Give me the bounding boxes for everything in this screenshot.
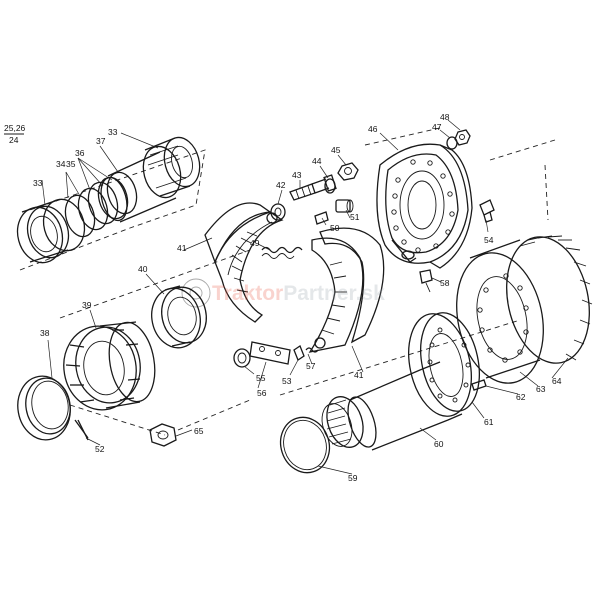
label-64: 64 — [552, 376, 562, 386]
watermark-gear-icon — [181, 278, 211, 308]
label-36: 36 — [75, 148, 85, 158]
label-37: 37 — [96, 136, 106, 146]
watermark-part1: Traktor — [212, 282, 283, 305]
label-41b: 41 — [354, 370, 364, 380]
brake-drum-63-64 — [456, 235, 593, 384]
reference-top: 25,26 — [4, 123, 26, 133]
brake-shoe-41-upper — [204, 202, 284, 323]
label-45: 45 — [331, 145, 341, 155]
nut-48 — [454, 129, 471, 146]
pin-51 — [335, 199, 354, 213]
label-47: 47 — [432, 122, 442, 132]
reference-bottom: 24 — [9, 135, 19, 145]
pin-53 — [293, 345, 305, 361]
label-40: 40 — [138, 264, 148, 274]
watermark: TraktorPartner.sk — [181, 278, 385, 308]
label-33b: 33 — [108, 127, 118, 137]
label-58: 58 — [440, 278, 450, 288]
label-51: 51 — [350, 212, 360, 222]
label-39: 39 — [82, 300, 92, 310]
label-56: 56 — [257, 388, 267, 398]
o-ring-59 — [279, 416, 331, 474]
brake-shoe-41-lower — [308, 227, 385, 353]
watermark-part3: .sk — [356, 282, 386, 305]
spring-49 — [261, 246, 303, 259]
plate-56 — [249, 341, 291, 365]
label-43: 43 — [292, 170, 302, 180]
washer-44 — [324, 178, 336, 194]
label-44: 44 — [312, 156, 322, 166]
screw-54 — [479, 199, 495, 223]
reference-fraction: 25,26 24 — [4, 123, 26, 145]
pin-50 — [314, 211, 329, 225]
label-48: 48 — [440, 112, 450, 122]
brake-carrier-46 — [376, 143, 473, 269]
leader-lines — [41, 119, 569, 475]
nut-65 — [149, 423, 177, 447]
label-42: 42 — [276, 180, 286, 190]
axle-shaft-60 — [321, 361, 463, 451]
label-34: 34 — [56, 159, 66, 169]
label-35: 35 — [66, 159, 76, 169]
clip-55 — [233, 348, 251, 368]
label-41a: 41 — [177, 243, 187, 253]
wheel-hub-39 — [63, 321, 156, 441]
label-53: 53 — [282, 376, 292, 386]
bearing-33-left — [16, 198, 86, 264]
label-50: 50 — [330, 223, 340, 233]
svg-text:TraktorPartner.sk: TraktorPartner.sk — [212, 282, 385, 305]
label-52: 52 — [95, 444, 105, 454]
label-54: 54 — [484, 235, 494, 245]
spring-57 — [305, 347, 319, 353]
label-63: 63 — [536, 384, 546, 394]
bearing-40 — [151, 285, 207, 349]
bearing-33-right — [142, 136, 201, 199]
screw-58 — [419, 269, 433, 293]
label-60: 60 — [434, 439, 444, 449]
label-33a: 33 — [33, 178, 43, 188]
part-labels: 33 33 34 35 36 37 38 39 40 41 41 42 43 4… — [33, 112, 562, 483]
stud-52 — [74, 419, 89, 439]
label-55: 55 — [256, 373, 266, 383]
sleeve-37 — [100, 151, 177, 223]
watermark-part2: Partner — [283, 282, 356, 305]
nut-45 — [337, 162, 359, 181]
label-61: 61 — [484, 417, 494, 427]
label-46: 46 — [368, 124, 378, 134]
label-57: 57 — [306, 361, 316, 371]
label-49: 49 — [250, 238, 260, 248]
label-62: 62 — [516, 392, 526, 402]
label-38: 38 — [40, 328, 50, 338]
label-59: 59 — [348, 473, 358, 483]
flange-61 — [408, 312, 480, 417]
seal-ring-38 — [17, 375, 71, 441]
label-65: 65 — [194, 426, 204, 436]
